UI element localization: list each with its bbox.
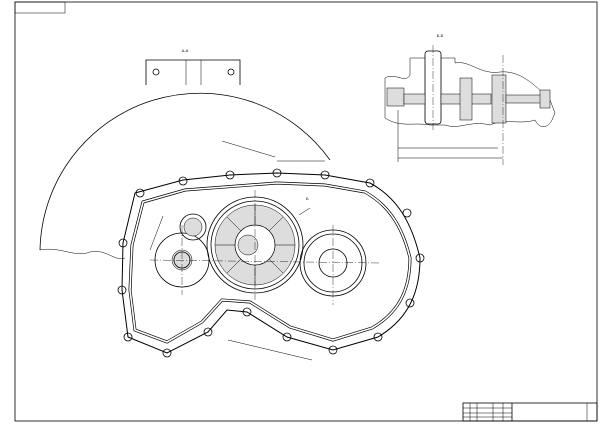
- section-a-label: А-А: [182, 48, 189, 53]
- center-lines: [149, 190, 381, 305]
- housing-bolts: [117, 168, 425, 358]
- section-b-view: Б-Б: [384, 33, 556, 165]
- dimension-lines: Б: [149, 140, 325, 361]
- top-left-stamp: [14, 1, 66, 14]
- section-b-label: Б-Б: [437, 33, 444, 38]
- sheet-frame: [14, 1, 598, 422]
- pinion-gear: [179, 213, 207, 241]
- flywheel-arc: [39, 92, 331, 251]
- break-line: [39, 248, 126, 259]
- section-a-view: А-А: [39, 48, 331, 259]
- mounting-bracket: [145, 59, 241, 85]
- gearbox-housing: [117, 168, 425, 358]
- title-block: [462, 402, 598, 422]
- cut-marker-label: Б: [306, 196, 309, 201]
